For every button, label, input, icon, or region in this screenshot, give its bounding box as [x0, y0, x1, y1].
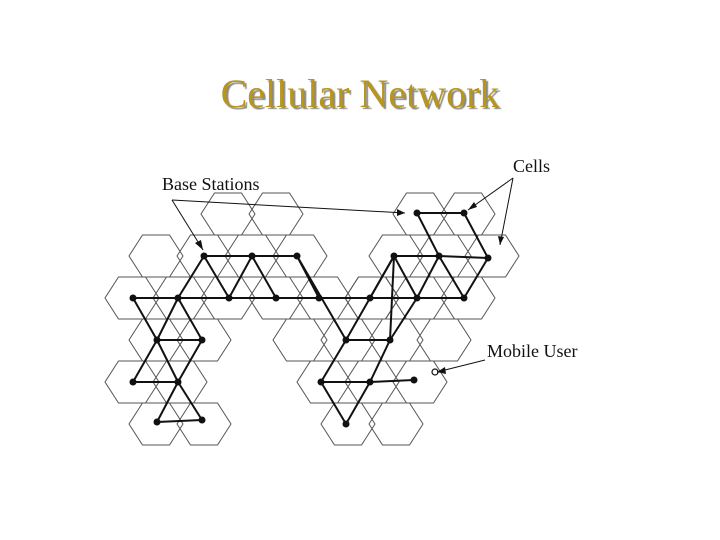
- base-station-dot: [174, 294, 182, 302]
- network-link: [320, 339, 347, 383]
- hex-cell: [416, 318, 472, 362]
- cells-arrow-2: [499, 177, 514, 246]
- hex-cell: [392, 192, 448, 236]
- base-station-dot: [413, 294, 421, 302]
- network-link: [177, 339, 203, 383]
- base-station-dot: [342, 420, 350, 428]
- base-stations-arrow-2: [171, 199, 406, 214]
- network-link: [156, 339, 179, 383]
- network-link: [369, 339, 391, 383]
- hex-cell: [176, 402, 232, 446]
- network-link: [132, 339, 158, 383]
- network-link: [228, 255, 253, 299]
- network-link: [320, 381, 347, 425]
- base-station-dots: [129, 209, 492, 428]
- hex-cell: [128, 402, 184, 446]
- network-link: [438, 255, 489, 259]
- mobile-user-label: Mobile User: [487, 341, 577, 361]
- base-station-dot: [366, 294, 374, 302]
- hex-cell: [272, 318, 328, 362]
- base-station-dot: [198, 416, 206, 424]
- network-link: [132, 297, 158, 341]
- base-station-dot: [248, 252, 256, 260]
- base-station-dot: [153, 418, 161, 426]
- hex-cell: [392, 360, 448, 404]
- network-link: [389, 297, 418, 341]
- arrowhead: [498, 236, 504, 245]
- base-station-dot: [174, 378, 182, 386]
- network-link: [203, 255, 230, 299]
- hex-cell: [368, 402, 424, 446]
- network-link: [463, 257, 489, 299]
- network-link: [177, 381, 203, 421]
- base-station-dot: [460, 209, 468, 217]
- base-station-dot: [366, 378, 374, 386]
- network-link: [156, 419, 203, 423]
- base-station-dot: [342, 336, 350, 344]
- base-station-dot: [293, 252, 301, 260]
- mobile-user-marker: [431, 368, 439, 376]
- arrowhead: [195, 240, 203, 250]
- base-station-dot: [460, 294, 468, 302]
- hex-cell: [248, 192, 304, 236]
- network-link: [251, 255, 277, 299]
- network-link: [156, 297, 179, 341]
- base-station-dot: [272, 294, 280, 302]
- network-link: [177, 297, 203, 341]
- arrowhead: [397, 209, 405, 216]
- base-station-dot: [153, 336, 161, 344]
- base-station-dot: [435, 252, 443, 260]
- cells-label: Cells: [513, 156, 550, 176]
- base-station-dot: [410, 376, 418, 384]
- base-station-dot: [386, 336, 394, 344]
- base-station-dot: [413, 209, 421, 217]
- network-link: [156, 381, 179, 423]
- hex-cell: [296, 360, 352, 404]
- network-link: [463, 212, 489, 259]
- network-links: [132, 212, 489, 425]
- base-station-dot: [198, 336, 206, 344]
- base-station-dot: [484, 254, 492, 262]
- base-stations-label: Base Stations: [162, 174, 260, 194]
- base-station-dot: [315, 294, 323, 302]
- base-station-dot: [317, 378, 325, 386]
- base-station-dot: [200, 252, 208, 260]
- network-link: [416, 255, 440, 299]
- base-station-dot: [225, 294, 233, 302]
- base-station-dot: [129, 294, 137, 302]
- base-station-dot: [129, 378, 137, 386]
- network-link: [416, 212, 440, 257]
- base-station-dot: [390, 252, 398, 260]
- hex-cell: [464, 234, 520, 278]
- slide-title: Cellular Network: [220, 71, 500, 116]
- hex-cell: [320, 402, 376, 446]
- hex-cell: [200, 192, 256, 236]
- network-link: [369, 379, 415, 383]
- network-link: [393, 255, 418, 299]
- hex-cell: [128, 234, 184, 278]
- arrowhead: [437, 367, 446, 374]
- network-link: [345, 381, 371, 425]
- network-link: [438, 255, 465, 299]
- arrowhead: [468, 202, 477, 210]
- network-link: [177, 255, 205, 299]
- callouts: Base Stations Cells Mobile User: [162, 156, 577, 376]
